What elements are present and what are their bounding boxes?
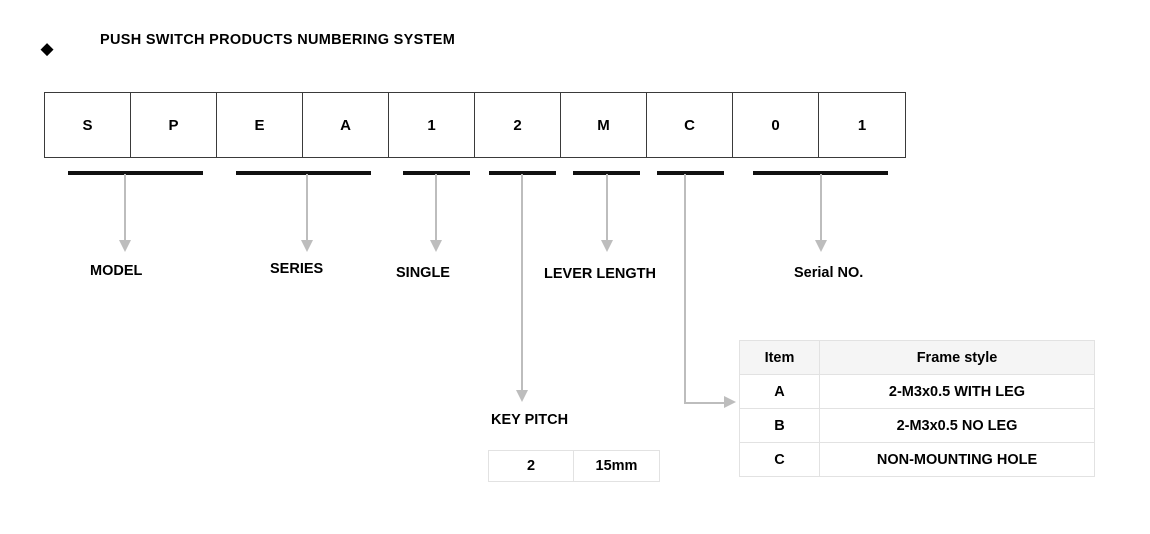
arrow-to-frame-style-table <box>684 174 744 410</box>
group-bar-lever-length <box>573 171 640 175</box>
code-cell-9: 0 <box>733 93 819 157</box>
group-bar-series <box>236 171 371 175</box>
label-key-pitch: KEY PITCH <box>491 412 569 428</box>
code-cell-2: P <box>131 93 217 157</box>
frame-style-item-b: B <box>739 408 820 443</box>
arrow-to-model <box>119 174 132 252</box>
group-bar-model <box>68 171 203 175</box>
frame-style-header-row: Item Frame style <box>739 340 1095 375</box>
table-row: C NON-MOUNTING HOLE <box>739 442 1095 477</box>
page-title-row: ◆ PUSH SWITCH PRODUCTS NUMBERING SYSTEM <box>40 32 456 58</box>
frame-style-value-b: 2-M3x0.5 NO LEG <box>819 408 1095 443</box>
group-bar-key-pitch <box>489 171 556 175</box>
label-serial-no: Serial NO. <box>794 265 864 281</box>
frame-style-header-style: Frame style <box>819 340 1095 375</box>
key-pitch-code: 2 <box>488 450 574 482</box>
key-pitch-table: 2 15mm <box>488 450 660 482</box>
arrow-to-series <box>301 174 314 252</box>
code-cell-10: 1 <box>857 116 867 134</box>
frame-style-item-c: C <box>739 442 820 477</box>
code-cell-7: M <box>561 93 647 157</box>
group-bar-single <box>403 171 470 175</box>
table-row: B 2-M3x0.5 NO LEG <box>739 408 1095 443</box>
code-cell-1: S <box>45 93 131 157</box>
code-cell-6: 2 <box>475 93 561 157</box>
label-model: MODEL <box>90 263 143 279</box>
label-lever-length: LEVER LENGTH <box>544 266 656 282</box>
group-bar-frame-style <box>657 171 724 175</box>
code-cell-3: E <box>217 93 303 157</box>
group-bar-serial-no <box>753 171 888 175</box>
frame-style-table: Item Frame style A 2-M3x0.5 WITH LEG B 2… <box>739 340 1095 477</box>
frame-style-header-item: Item <box>739 340 820 375</box>
arrow-to-lever-length <box>601 174 614 252</box>
frame-style-value-a: 2-M3x0.5 WITH LEG <box>819 374 1095 409</box>
table-row: A 2-M3x0.5 WITH LEG <box>739 374 1095 409</box>
arrow-to-serial-no <box>815 174 828 252</box>
code-cell-4: A <box>303 93 389 157</box>
page-title: PUSH SWITCH PRODUCTS NUMBERING SYSTEM <box>100 32 456 48</box>
frame-style-item-a: A <box>739 374 820 409</box>
arrow-to-key-pitch <box>516 174 529 402</box>
label-single: SINGLE <box>396 265 450 281</box>
part-number-boxes: S P E A 1 2 M C 0 1 <box>44 92 906 158</box>
label-series: SERIES <box>270 261 324 277</box>
frame-style-value-c: NON-MOUNTING HOLE <box>819 442 1095 477</box>
code-cell-8: C <box>647 93 733 157</box>
code-cell-5: 1 <box>389 93 475 157</box>
key-pitch-value: 15mm <box>574 450 660 482</box>
arrow-to-single <box>430 174 443 252</box>
